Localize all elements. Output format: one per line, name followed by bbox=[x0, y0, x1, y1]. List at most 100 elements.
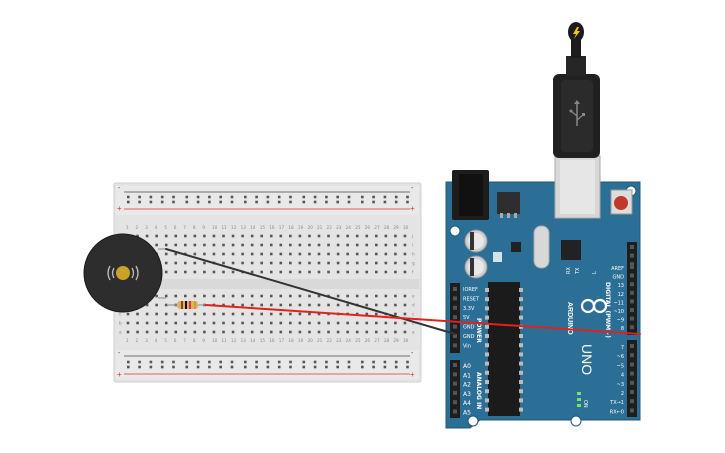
column-number: 23 bbox=[336, 225, 342, 230]
rail-top-plus-label: + bbox=[117, 204, 122, 213]
piezo-buzzer[interactable] bbox=[83, 233, 166, 313]
column-number: 1 bbox=[126, 225, 129, 230]
analog-pin-label: A2 bbox=[463, 382, 471, 389]
power-pin-label: 3.3V bbox=[463, 306, 475, 312]
row-letter: j bbox=[411, 234, 413, 239]
arduino-uno[interactable]: RX TX L ARDUINO UNO IOREFRESET3.3V5VGNDG… bbox=[445, 170, 641, 429]
column-number: 22 bbox=[327, 225, 333, 230]
column-number: 1 bbox=[126, 338, 129, 343]
column-number: 19 bbox=[298, 225, 304, 230]
column-number: 11 bbox=[222, 338, 228, 343]
column-number: 11 bbox=[222, 225, 228, 230]
analog-header[interactable] bbox=[450, 360, 460, 418]
row-letter: g bbox=[412, 261, 415, 266]
power-pin-label: GND bbox=[463, 325, 475, 331]
power-label: POWER bbox=[475, 318, 482, 343]
led-label-l: L bbox=[592, 271, 598, 274]
digital-pin-label: ~6 bbox=[617, 354, 624, 360]
analog-label: ANALOG IN bbox=[475, 372, 482, 409]
column-number: 9 bbox=[202, 225, 205, 230]
column-number: 7 bbox=[183, 225, 186, 230]
row-letter: h bbox=[412, 252, 415, 257]
column-number: 6 bbox=[174, 338, 177, 343]
row-letter: b bbox=[119, 321, 122, 326]
digital-pin-label: 2 bbox=[621, 391, 624, 397]
column-number: 16 bbox=[269, 225, 275, 230]
power-pin-label: 5V bbox=[463, 315, 470, 321]
digital-header-top[interactable] bbox=[627, 242, 637, 335]
power-pin-label: GND bbox=[463, 334, 475, 340]
column-number: 26 bbox=[365, 338, 371, 343]
column-number: 29 bbox=[393, 225, 399, 230]
digital-pin-label: ~9 bbox=[617, 318, 624, 324]
column-number: 24 bbox=[346, 225, 352, 230]
column-number: 2 bbox=[136, 338, 139, 343]
resistor[interactable] bbox=[168, 301, 206, 309]
column-number: 10 bbox=[212, 225, 218, 230]
crystal-oscillator bbox=[533, 225, 550, 269]
column-number: 8 bbox=[193, 338, 196, 343]
column-number: 21 bbox=[317, 338, 323, 343]
capacitor-1 bbox=[464, 229, 488, 253]
digital-pin-label: AREF bbox=[611, 266, 624, 272]
digital-pin-label: ~10 bbox=[613, 309, 624, 315]
wire-black-ground[interactable] bbox=[165, 248, 456, 335]
power-pin-label: IOREF bbox=[463, 287, 478, 293]
lightning-icon bbox=[573, 27, 580, 39]
column-number: 4 bbox=[155, 338, 158, 343]
led-label-rx: RX bbox=[566, 267, 572, 274]
digital-pin-label: RX←0 bbox=[610, 409, 624, 415]
rail-top-minus-label-r: - bbox=[411, 185, 414, 192]
digital-label: DIGITAL (PWM~) bbox=[604, 282, 611, 338]
rail-bottom-plus-label-r: + bbox=[410, 370, 415, 379]
column-number: 3 bbox=[145, 225, 148, 230]
on-label: ON bbox=[582, 400, 588, 408]
power-pin-label: RESET bbox=[463, 296, 480, 302]
column-number: 24 bbox=[346, 338, 352, 343]
column-number: 17 bbox=[279, 338, 285, 343]
column-number: 18 bbox=[288, 225, 294, 230]
row-letter: a bbox=[412, 330, 415, 335]
column-number: 12 bbox=[231, 225, 237, 230]
row-letter: c bbox=[412, 312, 415, 317]
row-letter: a bbox=[119, 330, 122, 335]
reset-button[interactable] bbox=[610, 189, 633, 215]
column-number: 13 bbox=[241, 338, 247, 343]
rail-bottom-minus-label-r: - bbox=[411, 350, 414, 357]
column-number: 15 bbox=[260, 225, 266, 230]
digital-pin-label: ~3 bbox=[617, 382, 624, 388]
column-number: 5 bbox=[164, 225, 167, 230]
digital-pin-label: 8 bbox=[621, 326, 624, 332]
usb-icon bbox=[569, 100, 585, 126]
column-number: 30 bbox=[403, 225, 409, 230]
column-number: 19 bbox=[298, 338, 304, 343]
analog-pin-label: A1 bbox=[463, 372, 471, 379]
column-number: 8 bbox=[193, 225, 196, 230]
column-number: 15 bbox=[260, 338, 266, 343]
digital-pin-label: GND bbox=[613, 275, 625, 281]
digital-header-bottom[interactable] bbox=[627, 340, 637, 417]
breadboard-holes bbox=[126, 195, 409, 369]
usb-chip bbox=[561, 240, 581, 260]
chip-legs bbox=[485, 288, 523, 412]
rail-top-plus-label-r: + bbox=[410, 204, 415, 213]
analog-pin-label: A3 bbox=[463, 391, 471, 398]
column-number: 30 bbox=[403, 338, 409, 343]
digital-pin-label: ~11 bbox=[613, 300, 624, 306]
column-number: 14 bbox=[250, 338, 256, 343]
column-number: 6 bbox=[174, 225, 177, 230]
arduino-brand-text: ARDUINO bbox=[566, 302, 573, 335]
column-number: 14 bbox=[250, 225, 256, 230]
column-number: 23 bbox=[336, 338, 342, 343]
wire-red-signal[interactable] bbox=[205, 304, 641, 335]
column-number: 27 bbox=[374, 338, 380, 343]
column-number: 16 bbox=[269, 338, 275, 343]
digital-pin-label: 4 bbox=[621, 373, 624, 379]
breadboard[interactable]: - + - + - + - + 112233445566778899101011… bbox=[113, 182, 422, 383]
digital-pin-label: 13 bbox=[618, 283, 624, 289]
usb-cable[interactable] bbox=[553, 22, 601, 219]
column-number: 12 bbox=[231, 338, 237, 343]
row-letter: c bbox=[119, 312, 122, 317]
rail-bottom-plus-label: + bbox=[117, 370, 122, 379]
